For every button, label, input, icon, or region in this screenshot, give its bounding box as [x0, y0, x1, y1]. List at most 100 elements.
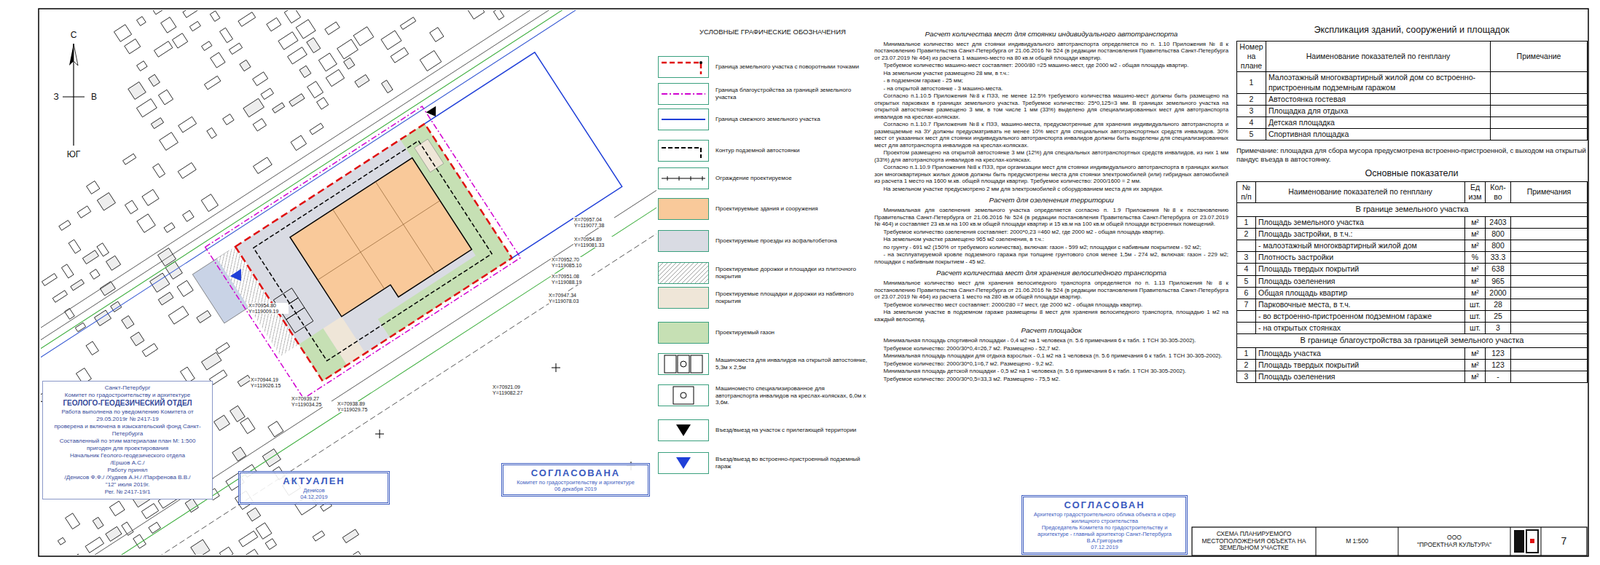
table-cell	[1511, 216, 1588, 229]
table-cell: шт.	[1465, 298, 1486, 311]
building-outline	[287, 47, 308, 65]
table-cell: Ед изм	[1465, 181, 1486, 203]
table-cell	[1511, 359, 1588, 372]
graphic	[673, 386, 694, 405]
table-row: 3Площадка для отдыха	[1237, 104, 1588, 117]
title-cell: СХЕМА ПЛАНИРУЕМОГО МЕСТОПОЛОЖЕНИЯ ОБЪЕКТ…	[1192, 528, 1316, 556]
building-outline	[272, 102, 285, 113]
table-cell	[1490, 72, 1588, 94]
box-text: СОГЛАСОВАН	[1028, 499, 1182, 512]
building-outline	[65, 513, 81, 530]
building-outline	[266, 17, 282, 31]
note-text: - на эксплуатируемой кровле подземного г…	[874, 251, 1229, 266]
table-row: № п/пНаименование показателей по генплан…	[1237, 181, 1588, 203]
note-text: Требуемое количество: 2000/30*0,4=26,7 м…	[874, 345, 1229, 353]
box-text: Санкт-Петербург	[47, 384, 208, 392]
building-outline	[204, 75, 221, 90]
building-outline	[130, 332, 145, 347]
table-cell	[1490, 116, 1588, 129]
box-text: 07.12.2019	[1028, 544, 1182, 551]
cell-text: 28	[1493, 300, 1503, 309]
legend-swatch	[657, 139, 709, 162]
building-outline	[124, 38, 141, 54]
building-outline	[148, 522, 162, 534]
cell-text: 5	[1244, 276, 1249, 286]
cell-text: Спортивная площадка	[1268, 129, 1349, 139]
cell-text: Площадка для отдыха	[1268, 106, 1348, 116]
cell-text: Наименование показателей по генплану	[1306, 51, 1451, 61]
note-text: Минимальная площадь детской площадки - 0…	[874, 367, 1229, 376]
building-outline	[148, 74, 161, 86]
table-row: - во встроенно-пристроенном подземном га…	[1237, 310, 1588, 323]
note-text: Согласно п.1.10.9 Приложения №8 к ПЗЗ, п…	[874, 163, 1229, 186]
legend-sample	[658, 83, 709, 105]
geodesy-stamp: Санкт-ПетербургКомитет по градостроитель…	[42, 381, 213, 500]
table-row: Номер на планеНаименование показателей п…	[1237, 41, 1588, 73]
table-row: В границе благоустройства за границей зе…	[1237, 334, 1588, 349]
building-outline	[215, 342, 230, 355]
table-cell: - малоэтажный многоквартирный жилой дом	[1256, 240, 1466, 253]
building-outline	[142, 343, 158, 358]
table-row: 4Детская площадка	[1237, 116, 1588, 129]
table-row: 3Плотность застройки%33.3	[1237, 252, 1588, 264]
building-outline	[177, 280, 194, 297]
cell-text: В границе земельного участка	[1355, 204, 1469, 214]
building-outline	[252, 72, 269, 86]
building-outline	[240, 418, 256, 435]
legend-text: Проектируемые дорожки и площадки из плит…	[715, 265, 869, 280]
building-outline	[220, 27, 234, 43]
table-cell: 2	[1237, 359, 1257, 372]
cell-text: 965	[1491, 276, 1505, 286]
cell-text: Малоэтажный многоквартирный жилой дом со…	[1268, 72, 1476, 92]
building-outline	[114, 24, 132, 42]
compass-letter: В	[91, 91, 97, 103]
cell-text: Площадь озеленения	[1258, 372, 1336, 382]
building-outline	[237, 375, 251, 387]
cell-text: м²	[1471, 372, 1480, 382]
building-outline	[354, 74, 370, 88]
building-outline	[106, 255, 121, 271]
table-cell: 3	[1237, 104, 1267, 117]
table-cell: Примечания	[1511, 181, 1588, 203]
building-outline	[201, 41, 213, 52]
note-text: Минимальная площадь спортивной площадки …	[874, 337, 1229, 345]
table-cell: 2000	[1485, 287, 1512, 299]
building-outline	[342, 529, 359, 544]
table-cell	[1511, 252, 1588, 264]
section-heading: Расчет количества мест для стоянки индив…	[874, 29, 1229, 39]
building-outline	[290, 135, 307, 151]
building-outline	[228, 42, 242, 54]
table-cell: 2	[1237, 228, 1257, 241]
table-cell: 123	[1485, 359, 1512, 372]
cell-text: м²	[1471, 360, 1480, 370]
table-cell: 7	[1237, 298, 1257, 311]
table-row: 6Общая площадь квартирм²2000	[1237, 287, 1588, 299]
table-column	[1511, 181, 1588, 383]
box-text: 7	[1561, 535, 1568, 548]
calc-notes: Расчет количества мест для стоянки индив…	[874, 26, 1229, 384]
building-outline	[69, 554, 82, 556]
legend-text: Проектируемые проезды из асфальтобетона	[715, 237, 869, 245]
compass-letter: З	[53, 91, 59, 103]
note-text: - на открытой автостоянке - 3 машино-мес…	[874, 85, 1229, 93]
cell-text: 33.3	[1490, 252, 1506, 262]
graphic	[661, 93, 706, 95]
cell-text: 4	[1244, 264, 1249, 274]
legend-text: Ограждение проектируемое	[715, 174, 869, 183]
box-text: проверена и включена в изыскательский фо…	[47, 423, 208, 438]
legend-text: Въезд/выезд во встроенно-пристроенный по…	[715, 456, 869, 470]
building-outline	[265, 539, 277, 551]
table-cell: 33.3	[1485, 252, 1512, 264]
cell-text: Площадь участка	[1258, 348, 1321, 358]
cell-text: 2403	[1489, 217, 1507, 227]
sheet-frame	[38, 8, 1589, 557]
building-outline	[284, 10, 301, 24]
building-outline	[390, 47, 409, 63]
building-outline	[196, 310, 212, 323]
legend-sample	[658, 354, 709, 375]
table-row: 2Площадь твердых покрытийм²123	[1237, 359, 1588, 372]
legend-text: Проектируемые площадки и дорожки из наби…	[715, 290, 869, 305]
building-outline	[110, 301, 122, 312]
coordinate-label: X=70921.09 Y=119082.27	[491, 384, 533, 396]
cell-text: 5	[1249, 129, 1254, 139]
